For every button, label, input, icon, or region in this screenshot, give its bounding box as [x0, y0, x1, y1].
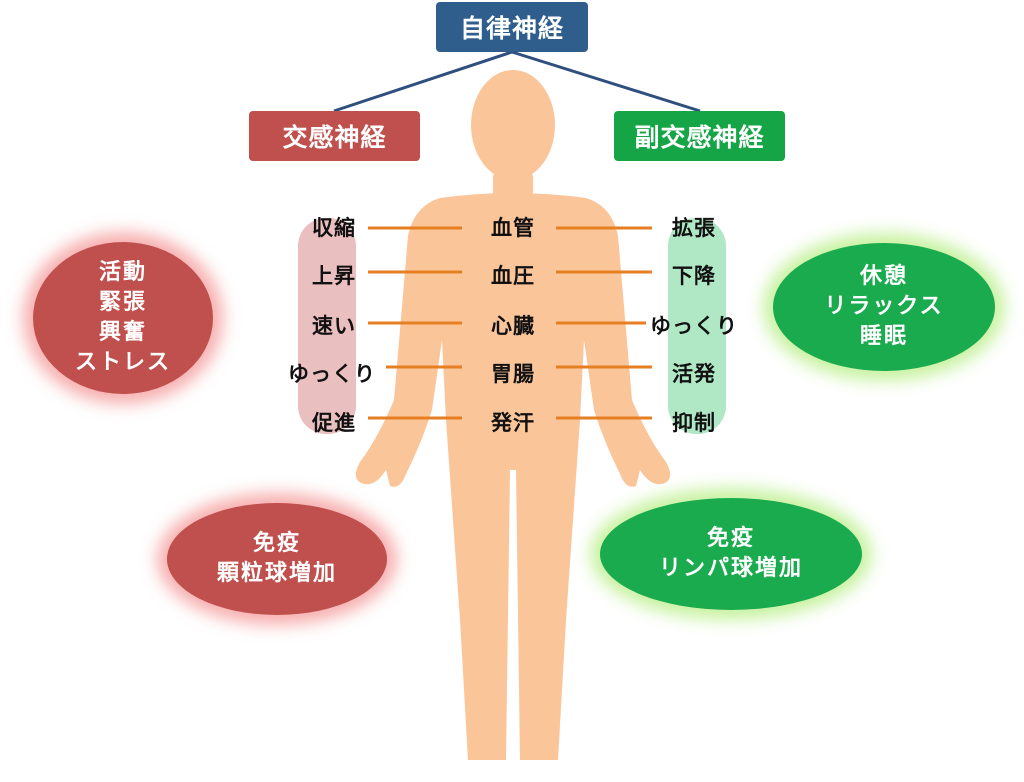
sympathetic-effect-label: 促進	[312, 411, 356, 435]
autonomic-nervous-system-box: 自律神経	[436, 2, 588, 52]
connector-lines	[368, 226, 652, 420]
parasympathetic-state-blob: 休憩 リラックス 睡眠	[773, 243, 995, 371]
sympathetic-effect-label: 収縮	[312, 216, 356, 240]
parasympathetic-effect-label: 抑制	[672, 411, 716, 435]
parasympathetic-effect-label: 下降	[672, 264, 716, 288]
autonomic-title: 自律神経	[459, 14, 564, 43]
parasympathetic-state-line: リラックス	[824, 294, 944, 319]
parasympathetic-effect-label: 拡張	[672, 216, 716, 240]
sympathetic-title: 交感神経	[282, 123, 387, 152]
tree-line-left	[333, 50, 513, 113]
organ-label: 血管	[491, 216, 535, 240]
sympathetic-state-line: 興奮	[98, 320, 147, 345]
sympathetic-effect-label: 速い	[312, 314, 356, 338]
parasympathetic-effect-label: 活発	[672, 362, 716, 386]
organ-label: 発汗	[491, 411, 535, 435]
sympathetic-immune-blob: 免疫 顆粒球増加	[167, 503, 387, 615]
tree-line-right	[511, 50, 701, 113]
sympathetic-effect-label: 上昇	[312, 264, 356, 288]
sympathetic-immune-line: 顆粒球増加	[216, 561, 337, 586]
organ-label: 心臓	[491, 314, 535, 338]
parasympathetic-state-line: 休憩	[859, 264, 908, 289]
parasympathetic-band	[668, 218, 726, 434]
sympathetic-band	[298, 218, 356, 434]
parasympathetic-title: 副交感神経	[634, 123, 765, 152]
parasympathetic-effect-label: ゆっくり	[650, 314, 738, 338]
parasympathetic-immune-line: 免疫	[706, 526, 755, 551]
organ-label: 胃腸	[491, 362, 535, 386]
parasympathetic-state-line: 睡眠	[859, 324, 908, 349]
organ-label: 血圧	[491, 264, 535, 288]
sympathetic-box: 交感神経	[249, 111, 420, 161]
parasympathetic-box: 副交感神経	[614, 111, 785, 161]
sympathetic-state-blob: 活動 緊張 興奮 ストレス	[33, 242, 213, 394]
sympathetic-state-line: 活動	[98, 260, 147, 285]
sympathetic-immune-line: 免疫	[252, 531, 301, 556]
sympathetic-state-line: ストレス	[74, 350, 171, 375]
parasympathetic-immune-blob: 免疫 リンパ球増加	[600, 498, 862, 610]
sympathetic-effect-label: ゆっくり	[288, 362, 376, 386]
sympathetic-state-line: 緊張	[98, 290, 147, 315]
human-body-figure	[355, 70, 671, 760]
parasympathetic-immune-line: リンパ球増加	[658, 556, 803, 581]
